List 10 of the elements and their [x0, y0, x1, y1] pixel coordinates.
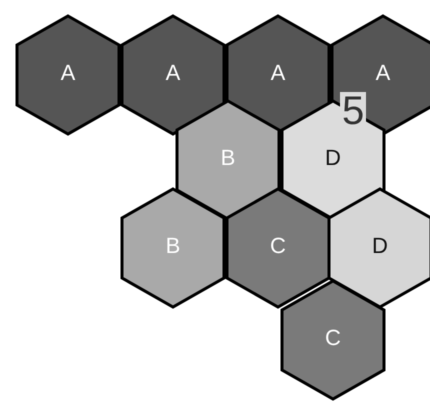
tile-letter: D [324, 144, 342, 172]
tile-letter: D [371, 232, 389, 260]
tile-letter: B [220, 144, 236, 172]
tile-letter: A [270, 59, 286, 87]
tile-letter: C [324, 324, 342, 352]
tile-letter: A [164, 59, 182, 87]
tile-letter: A [60, 59, 76, 87]
tile-letter: C [269, 232, 287, 260]
tile-letter: B [164, 232, 182, 260]
tile-letter: A [374, 59, 392, 87]
